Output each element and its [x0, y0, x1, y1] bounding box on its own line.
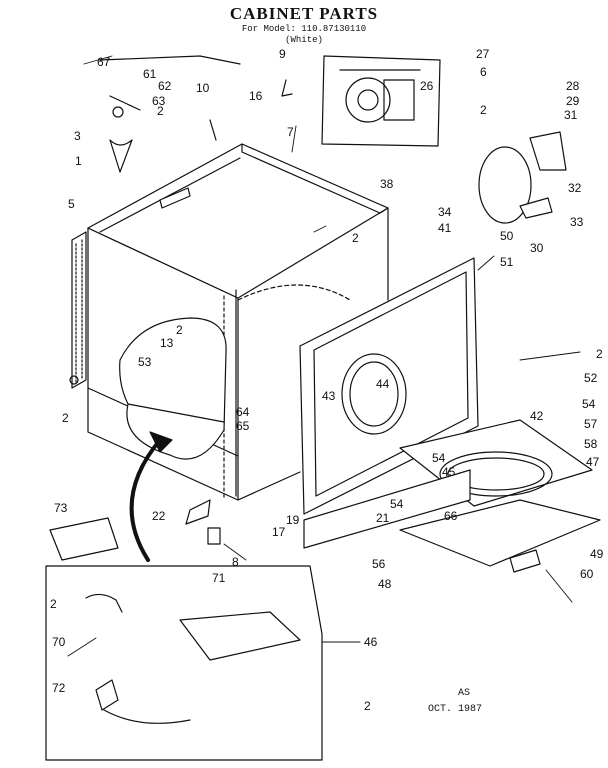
callout-5: 5 — [68, 197, 75, 211]
callout-22: 22 — [152, 509, 166, 523]
callout-2d: 2 — [176, 323, 183, 337]
callout-65: 65 — [236, 419, 250, 433]
footer-date: OCT. 1987 — [428, 704, 483, 715]
callout-2a: 2 — [157, 104, 164, 118]
callout-73: 73 — [54, 501, 68, 515]
diagram-title: CABINET PARTS — [229, 4, 379, 23]
callout-53: 53 — [138, 355, 152, 369]
callout-2b: 2 — [480, 103, 487, 117]
callout-66: 66 — [444, 509, 458, 523]
callout-30: 30 — [530, 241, 544, 255]
wiring-inset-box — [45, 565, 323, 761]
small-parts — [49, 55, 567, 561]
callout-17: 17 — [272, 525, 286, 539]
callout-29: 29 — [566, 94, 580, 108]
base-assembly — [303, 419, 601, 573]
callout-64: 64 — [236, 405, 250, 419]
callout-72: 72 — [52, 681, 66, 695]
callout-9: 9 — [279, 47, 286, 61]
callout-2h: 2 — [364, 699, 371, 713]
callout-61: 61 — [143, 67, 157, 81]
callout-49: 49 — [590, 547, 604, 561]
callout-34: 34 — [438, 205, 452, 219]
cabinet-cutaway — [119, 317, 227, 460]
callout-1: 1 — [75, 154, 82, 168]
callout-33: 33 — [570, 215, 584, 229]
callout-2f: 2 — [596, 347, 603, 361]
model-number: For Model: 110.87130110 — [241, 24, 367, 34]
heater-side-panel — [69, 231, 87, 389]
callout-28: 28 — [566, 79, 580, 93]
callout-58: 58 — [584, 437, 598, 451]
model-variant: (White) — [285, 35, 323, 45]
front-panel — [299, 257, 479, 515]
callout-19: 19 — [286, 513, 300, 527]
footer-initials: AS — [458, 688, 471, 699]
callout-8: 8 — [232, 555, 239, 569]
callout-16: 16 — [249, 89, 263, 103]
callout-54b: 54 — [432, 451, 446, 465]
callout-52: 52 — [584, 371, 598, 385]
callout-21: 21 — [376, 511, 390, 525]
callout-70: 70 — [52, 635, 66, 649]
callout-2g: 2 — [50, 597, 57, 611]
leader-lines — [67, 55, 581, 657]
cutaway-arrow — [129, 438, 162, 562]
callout-54c: 54 — [390, 497, 404, 511]
callout-63: 63 — [152, 94, 166, 108]
callout-67: 67 — [97, 55, 111, 69]
callout-71: 71 — [212, 571, 226, 585]
callout-38: 38 — [380, 177, 394, 191]
callout-47: 47 — [586, 455, 600, 469]
drum-belt — [478, 146, 532, 224]
callout-27: 27 — [476, 47, 490, 61]
callout-60: 60 — [580, 567, 594, 581]
callout-50: 50 — [500, 229, 514, 243]
callout-45: 45 — [442, 465, 456, 479]
motor-assembly-box — [321, 55, 441, 147]
callout-56: 56 — [372, 557, 386, 571]
callout-41: 41 — [438, 221, 452, 235]
callout-62: 62 — [158, 79, 172, 93]
callout-32: 32 — [568, 181, 582, 195]
callout-48: 48 — [378, 577, 392, 591]
cutaway-arrow-head — [149, 431, 173, 453]
callout-46: 46 — [364, 635, 378, 649]
callout-7: 7 — [287, 125, 294, 139]
callout-31: 31 — [564, 108, 578, 122]
callout-13: 13 — [160, 336, 174, 350]
callout-2e: 2 — [62, 411, 69, 425]
callout-3: 3 — [74, 129, 81, 143]
callout-10: 10 — [196, 81, 210, 95]
callout-26: 26 — [420, 79, 434, 93]
callout-51: 51 — [500, 255, 514, 269]
callout-2c: 2 — [352, 231, 359, 245]
callout-57: 57 — [584, 417, 598, 431]
callout-43: 43 — [322, 389, 336, 403]
callout-54a: 54 — [582, 397, 596, 411]
callout-6: 6 — [480, 65, 487, 79]
callout-44: 44 — [376, 377, 390, 391]
callout-42: 42 — [530, 409, 544, 423]
